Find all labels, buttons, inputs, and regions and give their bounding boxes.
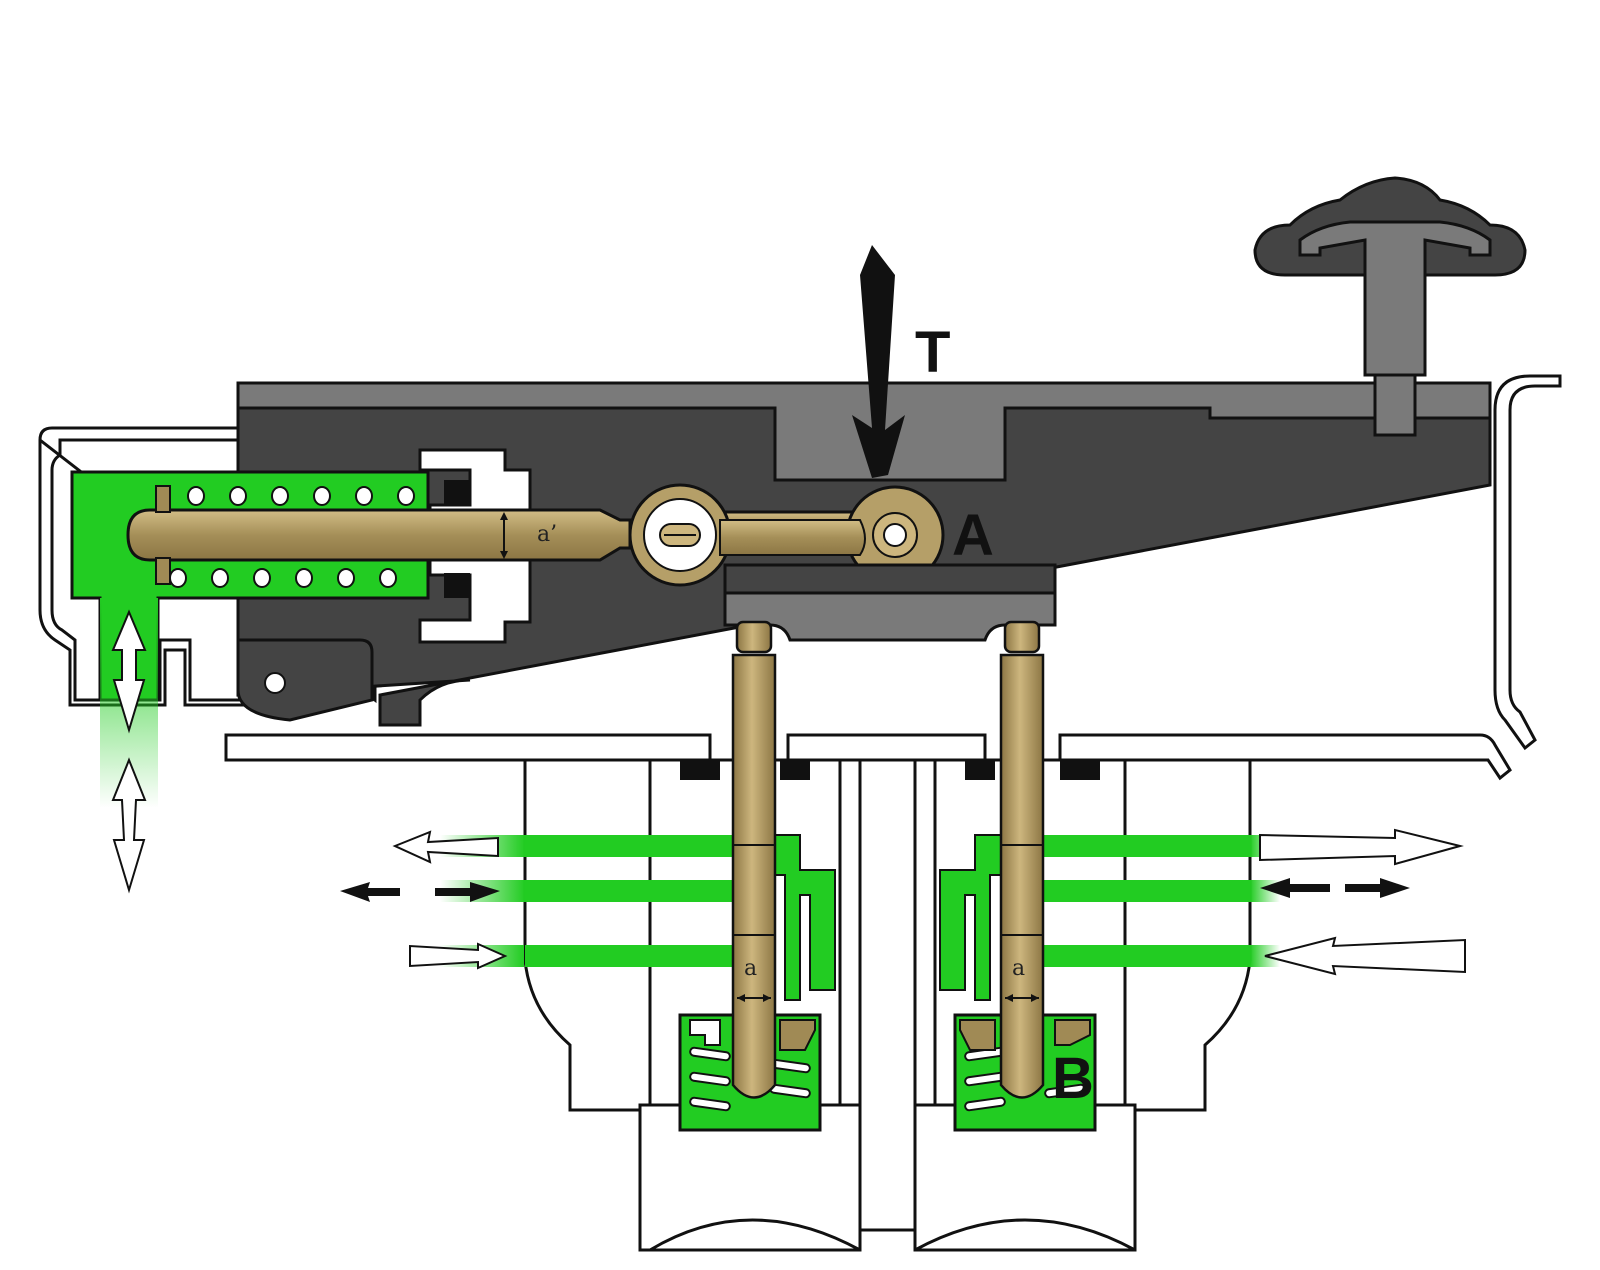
pivot-label: A (952, 503, 994, 568)
mounting-plate (224, 733, 1512, 781)
lever-stroke-label: a’ (537, 522, 557, 547)
valve-label: B (1052, 1046, 1094, 1111)
left-valve-block (523, 758, 862, 1252)
left-valve-stem: a (731, 620, 777, 1099)
valve-seats (689, 1019, 1091, 1051)
right-hook (1493, 374, 1562, 751)
rocker-plate (723, 563, 1057, 642)
flow-arrow-icon (340, 830, 508, 970)
lever-link (628, 483, 945, 587)
flow-arrow-icon (1259, 828, 1466, 976)
force-label: T (915, 320, 950, 385)
valve-springs (689, 1046, 1086, 1112)
valve-stroke-label-right: a (1012, 956, 1025, 981)
down-arrow-icon: T (852, 245, 950, 478)
plunger-rod: a’ (126, 485, 632, 585)
knob-icon (1253, 176, 1527, 437)
valve-stroke-label-left: a (744, 956, 757, 981)
left-spring (169, 486, 415, 588)
right-valve-stem: a (999, 620, 1045, 1099)
flow-arrow-icon (111, 609, 147, 894)
center-spacer (858, 758, 917, 1232)
right-valve-block (913, 758, 1252, 1252)
